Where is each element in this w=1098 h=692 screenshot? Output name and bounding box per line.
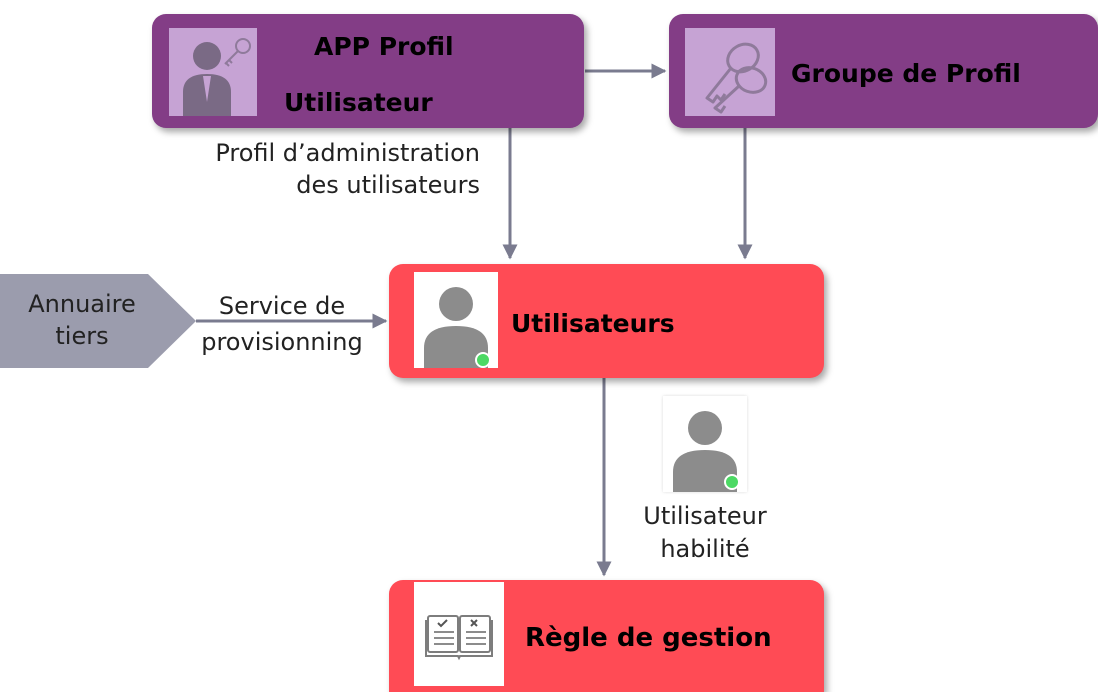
annuaire-label-line2: tiers	[55, 322, 109, 350]
user-authorized-icon	[663, 396, 747, 492]
habilite-label-line2: habilité	[660, 535, 750, 563]
profil-admin-label-line2: des utilisateurs	[296, 171, 480, 199]
utilisateurs-title: Utilisateurs	[511, 309, 675, 338]
app-profil-title-line2: Utilisateur	[284, 88, 433, 117]
groupe-de-profil-title: Groupe de Profil	[791, 59, 1021, 88]
utilisateurs-node[interactable]: Utilisateurs	[389, 264, 824, 378]
habilite-label-line1: Utilisateur	[643, 502, 767, 530]
user-key-icon	[169, 28, 257, 116]
regle-de-gestion-node[interactable]: Règle de gestion	[389, 580, 824, 692]
app-profil-utilisateur-node[interactable]: APP Profil Utilisateur	[152, 14, 584, 128]
regle-de-gestion-title: Règle de gestion	[525, 623, 772, 653]
profil-admin-label-line1: Profil d’administration	[215, 139, 480, 167]
app-profil-title-line1: APP Profil	[314, 32, 454, 61]
annuaire-pentagon	[0, 274, 196, 368]
user-active-icon	[414, 272, 498, 368]
annuaire-label-line1: Annuaire	[28, 290, 136, 318]
groupe-de-profil-node[interactable]: Groupe de Profil	[669, 14, 1098, 128]
keys-icon	[685, 28, 775, 116]
service-label-line1: Service de	[218, 292, 346, 320]
service-label-line2: provisionning	[201, 328, 363, 356]
open-book-checklist-icon	[414, 582, 504, 686]
